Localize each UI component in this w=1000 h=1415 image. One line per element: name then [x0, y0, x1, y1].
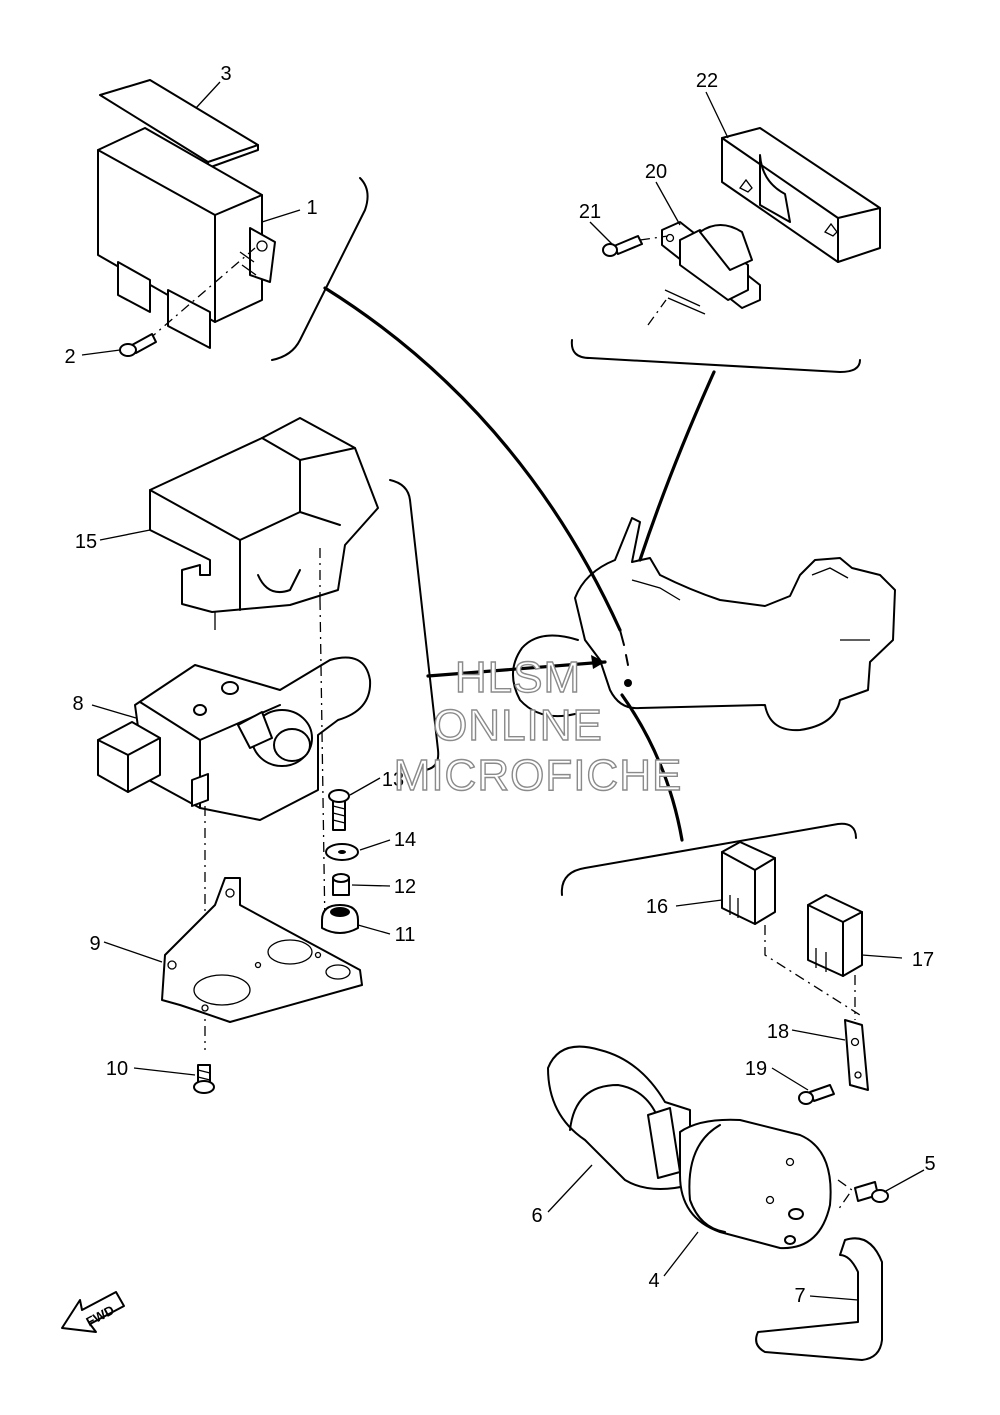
part-22-cover [721, 127, 881, 263]
callout-9: 9 [89, 933, 100, 955]
leader-lines [323, 286, 716, 842]
callout-1: 1 [306, 197, 317, 219]
part-11-grommet [321, 904, 359, 934]
callout-4: 4 [648, 1270, 659, 1292]
watermark: HLSM ONLINE MICROFICHE [393, 652, 683, 800]
watermark-line-1: HLSM [455, 653, 581, 702]
callout-2: 2 [64, 346, 75, 368]
part-9-bracket [161, 877, 363, 1023]
part-17-relay [764, 894, 863, 1020]
callout-10: 10 [106, 1058, 128, 1080]
part-6-mount [547, 1045, 691, 1190]
callout-21: 21 [579, 201, 601, 223]
part-14-washer [325, 843, 359, 861]
callout-22: 22 [696, 70, 718, 92]
part-20-relay [647, 221, 761, 326]
watermark-line-2: ONLINE [433, 701, 603, 750]
callout-20: 20 [645, 161, 667, 183]
callout-18: 18 [767, 1021, 789, 1043]
callout-11: 11 [395, 924, 416, 946]
part-10-bolt [193, 1064, 215, 1094]
part-21-screw [602, 235, 669, 257]
callout-14: 14 [394, 829, 416, 851]
part-5-screw [837, 1179, 889, 1211]
callout-17: 17 [912, 949, 934, 971]
callout-leaders [81, 81, 925, 1301]
callout-7: 7 [794, 1285, 805, 1307]
part-12-collar [332, 873, 350, 896]
callout-3: 3 [220, 63, 231, 85]
callout-13: 13 [382, 769, 404, 791]
callout-6: 6 [531, 1205, 542, 1227]
group-brackets [271, 177, 861, 896]
callout-15: 15 [75, 531, 97, 553]
callout-12: 12 [394, 876, 416, 898]
part-18-bracket [844, 1019, 869, 1091]
callout-16: 16 [646, 896, 668, 918]
motorcycle-silhouette [512, 517, 896, 732]
part-8-hydraulic-unit [97, 599, 372, 1050]
callout-19: 19 [745, 1058, 767, 1080]
callout-numbers: 3 1 2 22 20 21 15 8 13 14 12 11 9 10 16 … [64, 63, 935, 1307]
callout-5: 5 [924, 1153, 935, 1175]
part-2-screw [119, 247, 256, 357]
part-16-relay [721, 841, 776, 925]
part-7-hose [755, 1237, 883, 1361]
part-15-cover [149, 417, 379, 630]
part-1-control-unit [97, 127, 276, 349]
callout-8: 8 [72, 693, 83, 715]
part-4-canister [679, 1118, 832, 1250]
watermark-line-3: MICROFICHE [394, 751, 683, 800]
part-19-screw [798, 1084, 835, 1105]
part-13-bolt [328, 789, 350, 831]
fwd-arrow: FWD [61, 1291, 125, 1333]
